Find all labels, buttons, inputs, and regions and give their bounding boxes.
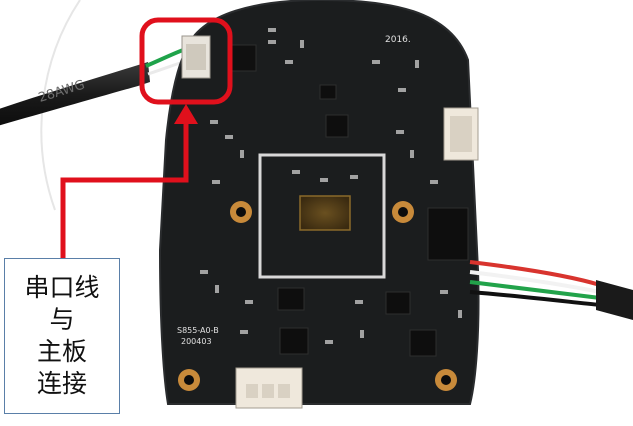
right-wire-bundle	[469, 260, 633, 320]
callout-line-3: 主板	[36, 337, 87, 366]
highlight-box	[139, 17, 233, 105]
silkscreen-date: 200403	[181, 337, 212, 346]
callout-line-1: 串口线	[24, 273, 100, 302]
red-annotation	[60, 17, 233, 262]
pointer-line	[60, 118, 189, 262]
pcb-board: 2016. S855-A0-B 200403	[158, 0, 480, 409]
silkscreen-model: S855-A0-B	[177, 326, 219, 335]
callout-label: 串口线 与 主板 连接	[4, 258, 120, 414]
callout-line-2: 与	[49, 305, 75, 334]
silkscreen-year: 2016.	[385, 35, 411, 45]
arrow-head-icon	[174, 104, 198, 124]
callout-line-4: 连接	[36, 369, 87, 398]
